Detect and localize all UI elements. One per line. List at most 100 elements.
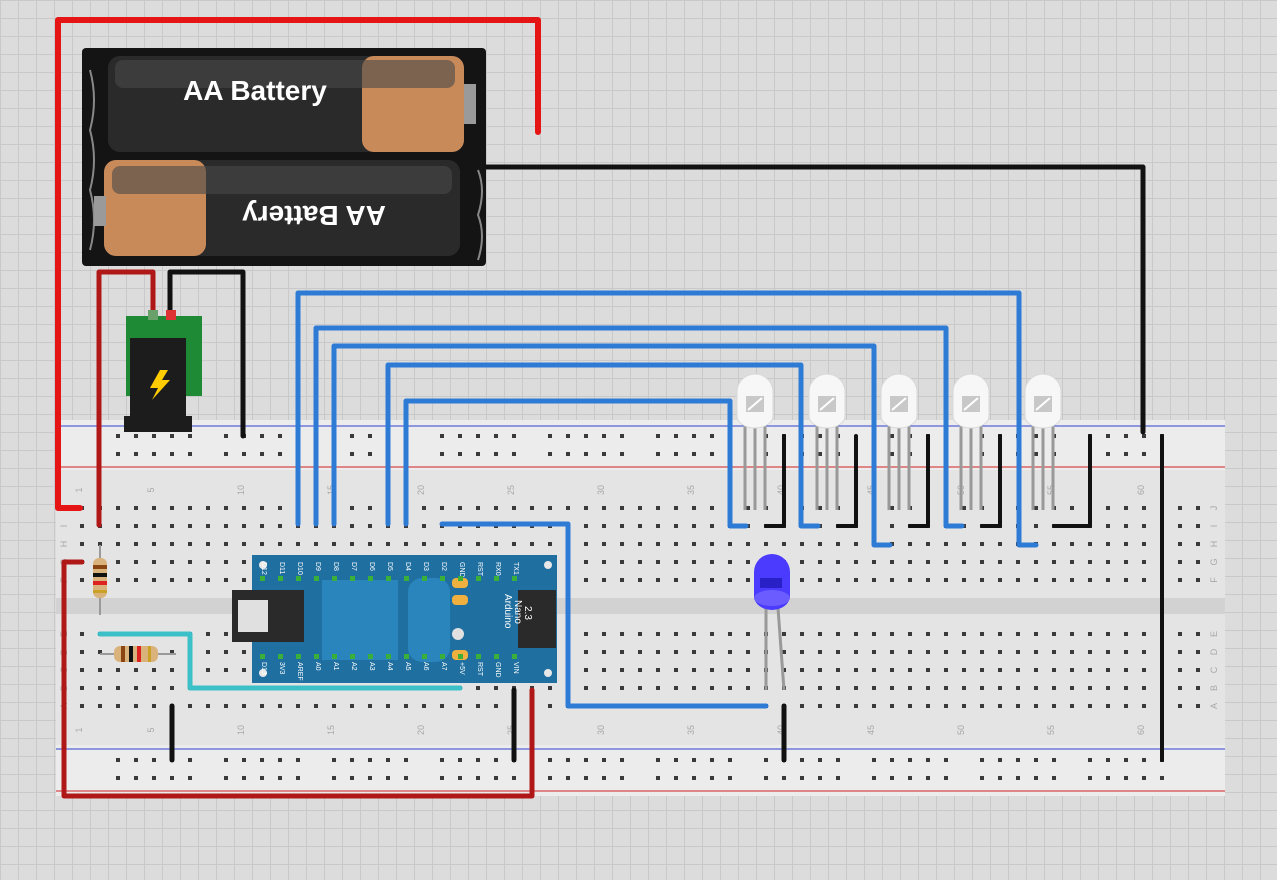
hole: [908, 542, 912, 546]
hole: [836, 686, 840, 690]
wire-black-led3[interactable]: [908, 434, 930, 528]
resistor-vertical[interactable]: [93, 545, 107, 615]
hole: [134, 560, 138, 564]
wire-cyan-sensor[interactable]: [97, 631, 463, 691]
white-led-4[interactable]: [952, 373, 990, 510]
dc-power-jack[interactable]: [124, 310, 202, 432]
rail-hole: [818, 758, 822, 762]
column-number: 15: [326, 485, 336, 495]
pin-label: A0: [314, 662, 321, 671]
column-number: 25: [506, 485, 516, 495]
rail-hole: [512, 434, 516, 438]
rail-hole: [566, 776, 570, 780]
white-led-5[interactable]: [1024, 373, 1062, 510]
wire-black-led2[interactable]: [836, 434, 858, 528]
rail-hole: [674, 758, 678, 762]
rail-hole: [224, 758, 228, 762]
hole: [1052, 560, 1056, 564]
hole: [1106, 542, 1110, 546]
white-led-2[interactable]: [808, 373, 846, 510]
hole: [458, 704, 462, 708]
hole: [692, 650, 696, 654]
hole: [620, 560, 624, 564]
hole: [620, 542, 624, 546]
hole: [80, 668, 84, 672]
hole: [656, 578, 660, 582]
hole: [656, 650, 660, 654]
rail-hole: [890, 434, 894, 438]
rail-hole: [350, 758, 354, 762]
wire-black-led1[interactable]: [764, 434, 786, 528]
hole: [728, 560, 732, 564]
white-led-3[interactable]: [880, 373, 918, 510]
hole: [1178, 686, 1182, 690]
rail-hole: [620, 758, 624, 762]
hole: [836, 668, 840, 672]
wires: [55, 17, 1164, 799]
row-letter: I: [59, 525, 69, 528]
hole: [332, 704, 336, 708]
hole: [1196, 542, 1200, 546]
rail-hole: [350, 776, 354, 780]
hole: [116, 560, 120, 564]
wire-blue-led1[interactable]: [403, 398, 749, 529]
hole: [800, 632, 804, 636]
hole: [944, 632, 948, 636]
hole: [116, 506, 120, 510]
wire-black-jack[interactable]: [167, 269, 246, 439]
hole: [422, 524, 426, 528]
hole: [1088, 668, 1092, 672]
wire-black-led5[interactable]: [1052, 434, 1092, 528]
hole: [1070, 560, 1074, 564]
blue-led[interactable]: [754, 554, 790, 691]
hole: [1196, 632, 1200, 636]
reset-button[interactable]: [452, 628, 464, 640]
rail-hole: [260, 758, 264, 762]
wire-black-battery-minus[interactable]: [483, 164, 1146, 435]
hole: [296, 542, 300, 546]
hole: [998, 704, 1002, 708]
rail-hole: [188, 434, 192, 438]
hole: [818, 686, 822, 690]
wire-blue-led4[interactable]: [313, 325, 965, 529]
hole: [404, 542, 408, 546]
wire-blue-led2[interactable]: [385, 362, 821, 529]
hole: [692, 686, 696, 690]
rail-hole: [224, 776, 228, 780]
hole: [1124, 578, 1128, 582]
wire-blue-status-led[interactable]: [439, 521, 769, 709]
wire-black-led4[interactable]: [980, 434, 1002, 528]
wire-red-battery-plus[interactable]: [55, 17, 541, 511]
hole: [926, 560, 930, 564]
hole: [242, 650, 246, 654]
hole: [854, 578, 858, 582]
pin-pad: [476, 654, 481, 659]
smd-led-2: [452, 595, 468, 605]
wire-blue-led3[interactable]: [331, 343, 893, 548]
white-led-1[interactable]: [736, 373, 774, 510]
mount-hole-bl: [259, 669, 267, 677]
rail-hole: [818, 776, 822, 780]
pin-pad: [314, 654, 319, 659]
hole: [908, 668, 912, 672]
rail-hole: [1034, 758, 1038, 762]
resistor-horizontal[interactable]: [100, 646, 176, 662]
rail-hole: [998, 776, 1002, 780]
wire-blue-led5[interactable]: [295, 290, 1039, 548]
rail-hole: [602, 758, 606, 762]
wire-red-jack[interactable]: [96, 269, 156, 528]
hole: [350, 542, 354, 546]
hole: [206, 560, 210, 564]
rail-hole: [836, 758, 840, 762]
battery-pack[interactable]: AA Battery AA Battery: [82, 48, 486, 266]
wire-red-vin[interactable]: [61, 559, 535, 799]
rail-hole: [476, 758, 480, 762]
hole: [512, 506, 516, 510]
hole: [728, 542, 732, 546]
rail-hole: [764, 776, 768, 780]
pin-pad: [458, 576, 463, 581]
hole: [602, 506, 606, 510]
hole: [638, 650, 642, 654]
hole: [1196, 668, 1200, 672]
